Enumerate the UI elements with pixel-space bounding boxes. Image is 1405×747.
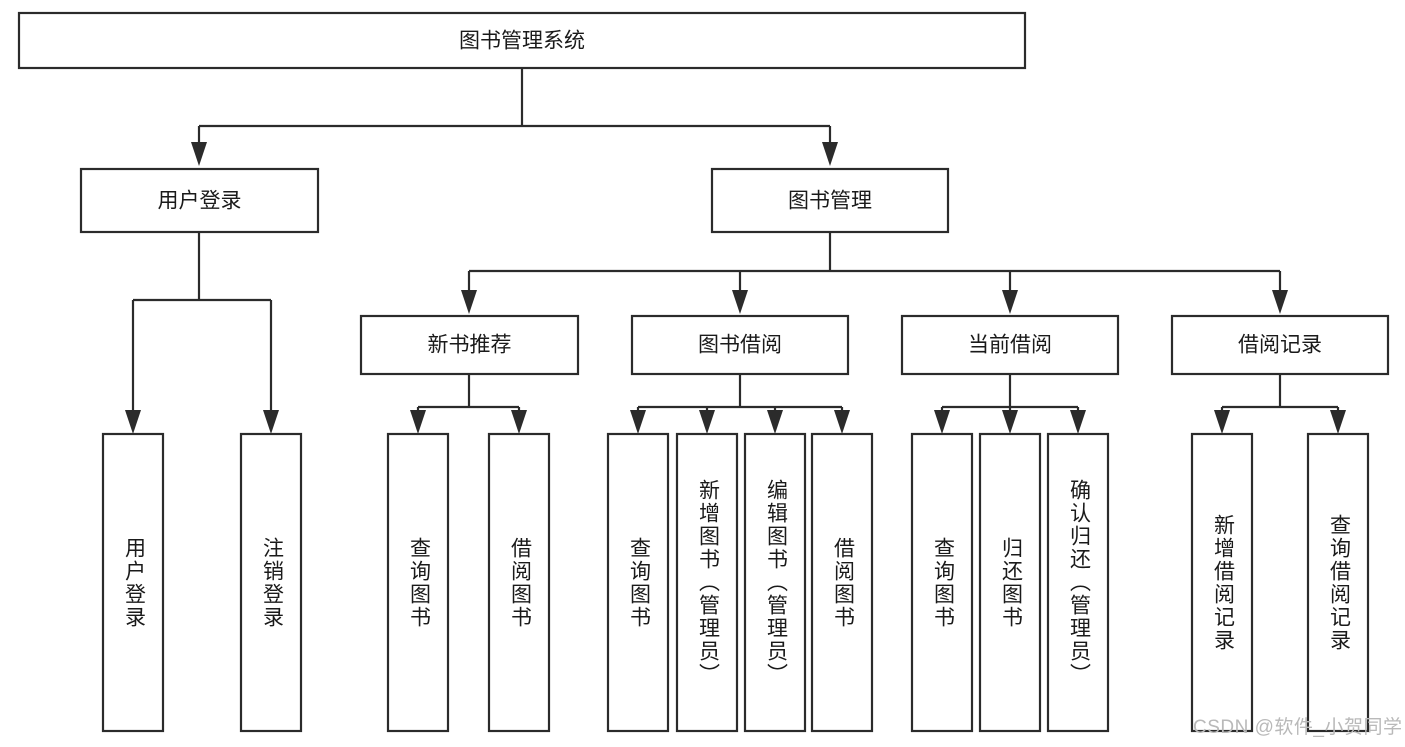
connectors-user-login-to-leaves (125, 232, 279, 434)
node-box-user-login[interactable] (79, 167, 320, 234)
arrow-bb-leaf-add-book (699, 410, 715, 434)
arrow-new-book-recommend (461, 290, 477, 314)
connectors-book-borrow-to-leaves (630, 374, 850, 434)
leaf-box-bb-edit-book[interactable] (743, 432, 807, 733)
node-label-user-login: 用户登录 (158, 190, 242, 213)
node-label-borrow-record: 借阅记录 (1238, 334, 1322, 357)
arrow-current-borrow (1002, 290, 1018, 314)
connectors-borrow-record-to-leaves (1214, 374, 1346, 434)
node-box-new-book-recommend[interactable] (359, 314, 580, 376)
node-box-current-borrow[interactable] (900, 314, 1120, 376)
arrow-nb-leaf-query-book (410, 410, 426, 434)
arrow-bb-leaf-query-book (630, 410, 646, 434)
arrow-cb-leaf-query-book (934, 410, 950, 434)
node-box-borrow-record[interactable] (1170, 314, 1390, 376)
node-label-book-borrow: 图书借阅 (698, 334, 782, 357)
arrow-user-login (191, 142, 207, 166)
arrow-borrow-record (1272, 290, 1288, 314)
connectors-current-borrow-to-leaves (934, 374, 1086, 434)
arrow-bb-leaf-borrow-book (834, 410, 850, 434)
arrow-book-manage (822, 142, 838, 166)
arrow-br-leaf-query-record (1330, 410, 1346, 434)
arrow-bb-leaf-edit-book (767, 410, 783, 434)
leaf-box-user-login[interactable] (101, 432, 165, 733)
node-label-current-borrow: 当前借阅 (968, 334, 1052, 357)
connectors-book-manage-to-level3 (461, 232, 1288, 314)
leaf-box-bb-query-book[interactable] (606, 432, 670, 733)
connectors-root-to-level2 (191, 68, 838, 166)
arrow-br-leaf-add-record (1214, 410, 1230, 434)
arrow-cb-leaf-return-book (1002, 410, 1018, 434)
csdn-watermark: CSDN @软件_小贺同学 (1193, 717, 1403, 738)
arrow-leaf-logout (263, 410, 279, 434)
node-label-new-book-recommend: 新书推荐 (428, 334, 512, 357)
node-box-root[interactable] (17, 11, 1027, 70)
arrow-leaf-user-login (125, 410, 141, 434)
node-box-book-borrow[interactable] (630, 314, 850, 376)
arrow-nb-leaf-borrow-book (511, 410, 527, 434)
leaf-box-bb-borrow-book[interactable] (810, 432, 874, 733)
leaf-box-br-add-record[interactable] (1190, 432, 1254, 733)
leaf-box-cb-confirm-return[interactable] (1046, 432, 1110, 733)
leaf-box-bb-add-book[interactable] (675, 432, 739, 733)
arrow-book-borrow (732, 290, 748, 314)
connectors-new-book-to-leaves (410, 374, 527, 434)
leaf-box-nb-query-book[interactable] (386, 432, 450, 733)
leaf-box-logout[interactable] (239, 432, 303, 733)
leaf-box-cb-return-book[interactable] (978, 432, 1042, 733)
leaf-box-nb-borrow-book[interactable] (487, 432, 551, 733)
node-label-book-manage: 图书管理 (788, 190, 872, 213)
node-box-book-manage[interactable] (710, 167, 950, 234)
arrow-cb-leaf-confirm-return (1070, 410, 1086, 434)
leaf-box-cb-query-book[interactable] (910, 432, 974, 733)
leaf-box-br-query-record[interactable] (1306, 432, 1370, 733)
node-label-root: 图书管理系统 (459, 30, 585, 53)
